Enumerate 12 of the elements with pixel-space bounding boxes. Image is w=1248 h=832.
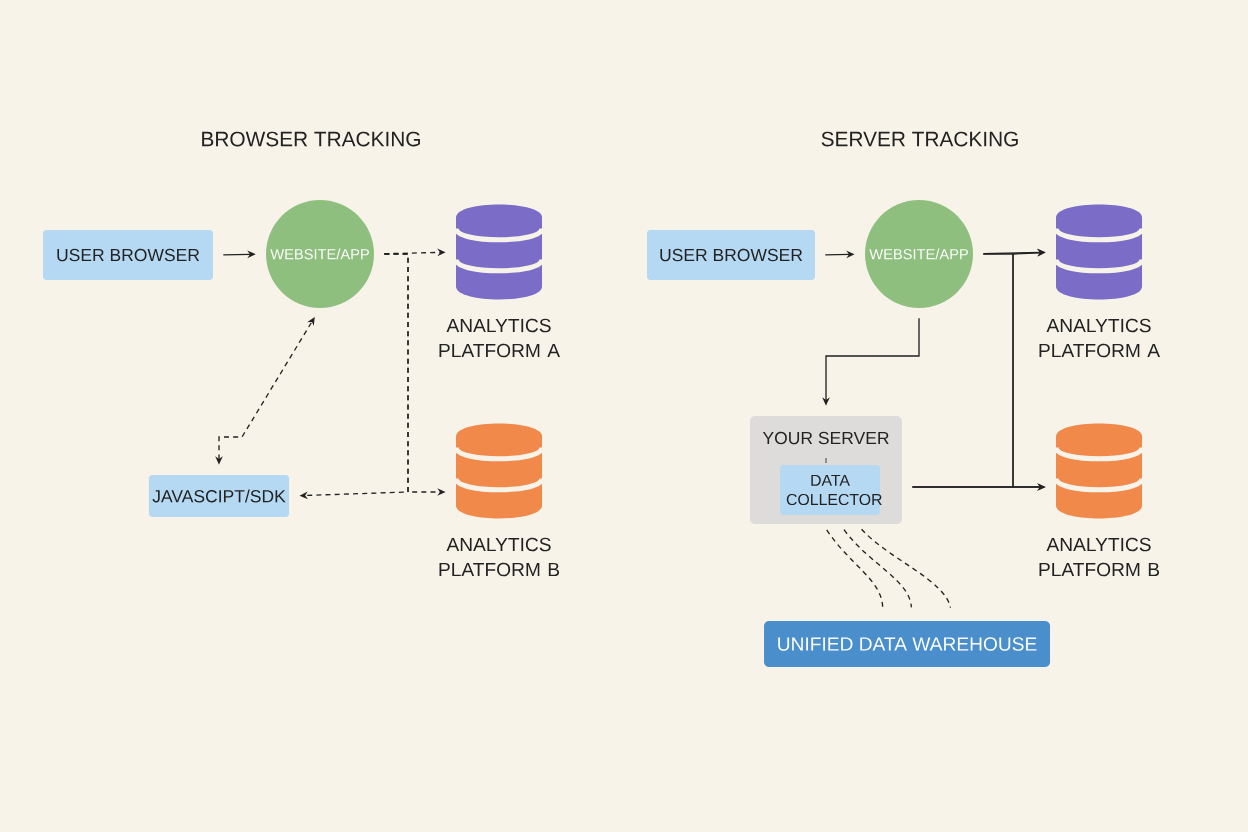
platform-label: ANALYTICS PLATFORM A [1039, 318, 1160, 358]
platform-label: ANALYTICS PLATFORM A [439, 318, 560, 358]
section-heading: BROWSER TRACKING [202, 131, 420, 147]
label-box: DATA COLLECTOR [780, 465, 882, 515]
label-box: USER BROWSER [647, 230, 815, 280]
label-box: USER BROWSER [43, 230, 213, 280]
platform-label: ANALYTICS PLATFORM B [439, 537, 560, 577]
box-heading: YOUR SERVER [762, 431, 889, 445]
section-heading: SERVER TRACKING [821, 131, 1018, 147]
platform-label: ANALYTICS PLATFORM B [1039, 537, 1160, 577]
warehouse-box: UNIFIED DATA WAREHOUSE [764, 621, 1050, 667]
label-box: JAVASCIPT/SDK [148, 475, 290, 517]
